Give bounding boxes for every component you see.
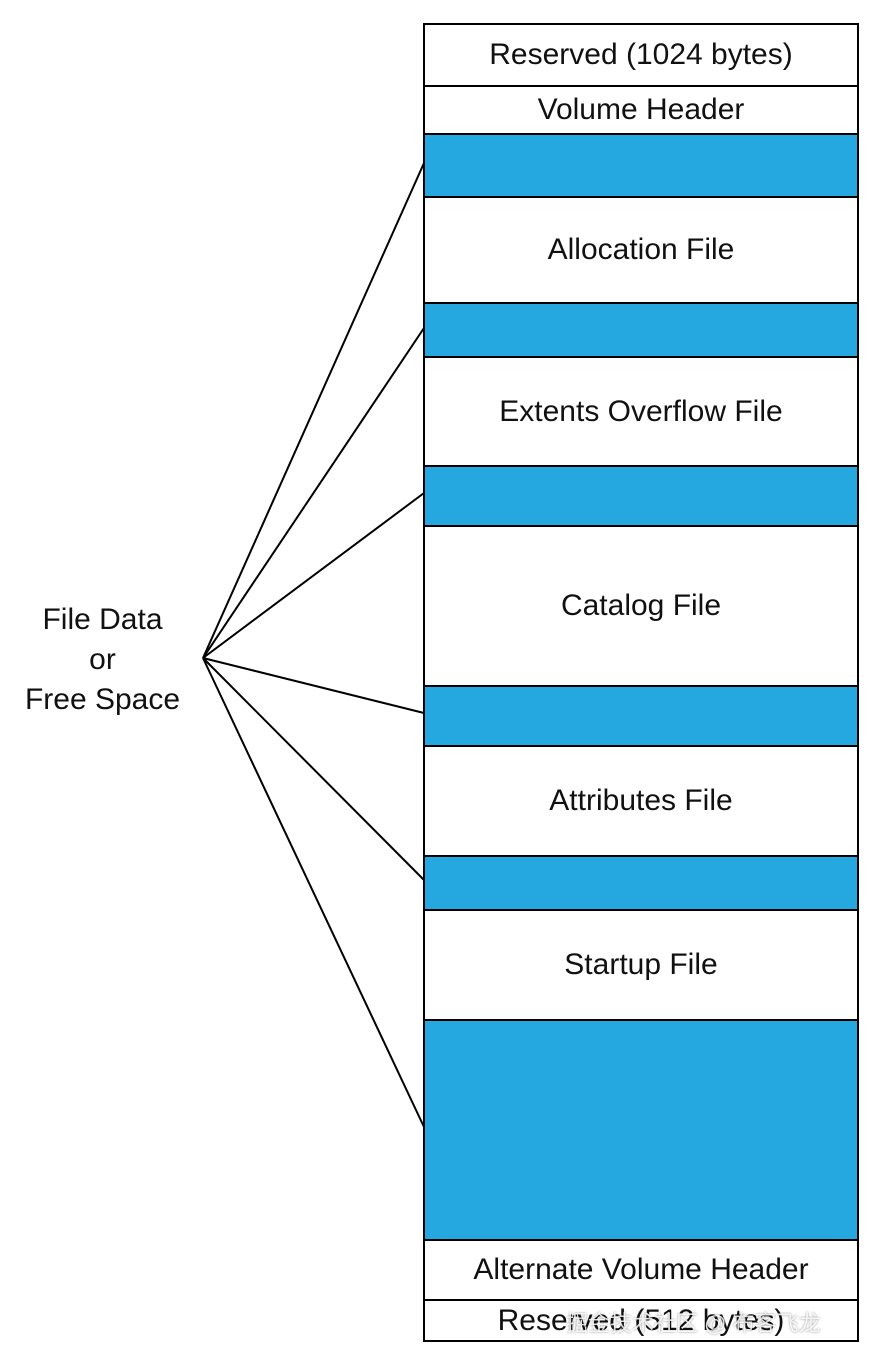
segment-allocation-file: Allocation File [425,196,857,302]
segment-startup-file: Startup File [425,909,857,1019]
connector-line-4 [202,657,425,714]
volume-layout-stack: Reserved (1024 bytes) Volume Header Allo… [423,23,859,1342]
left-label-line3: Free Space [24,683,181,716]
segment-data-block-2 [425,302,857,356]
connector-line-1 [202,162,425,659]
segment-catalog-file: Catalog File [425,525,857,685]
left-label-line2: or [89,643,116,676]
segment-data-block-6 [425,1019,857,1239]
segment-reserved-512: Reserved (512 bytes) [425,1299,857,1340]
file-data-or-free-space-label: File Data or Free Space [10,600,195,720]
segment-extents-overflow-file: Extents Overflow File [425,356,857,465]
segment-volume-header: Volume Header [425,85,857,133]
left-label-line1: File Data [42,603,163,636]
watermark-text: 掘金技术社区 @ 布客飞龙 [566,1311,821,1336]
connector-line-2 [202,327,425,659]
segment-reserved-1024: Reserved (1024 bytes) [425,25,857,85]
segment-attributes-file: Attributes File [425,745,857,855]
segment-data-block-1 [425,133,857,196]
connector-line-3 [202,492,425,659]
connector-line-6 [202,657,425,1128]
segment-data-block-5 [425,855,857,909]
connector-line-5 [202,657,425,881]
segment-data-block-4 [425,685,857,745]
segment-data-block-3 [425,465,857,525]
segment-alternate-volume-header: Alternate Volume Header [425,1239,857,1299]
